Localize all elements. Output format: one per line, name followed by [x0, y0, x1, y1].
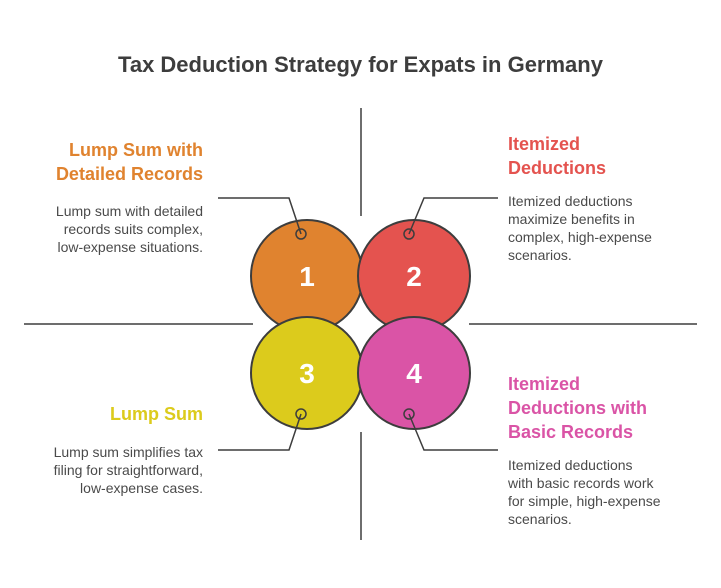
quadrant-4-heading-line: Itemized — [508, 374, 581, 394]
connector-3 — [218, 413, 302, 451]
circle-number-1: 1 — [299, 261, 315, 292]
quadrant-4-description-line: scenarios. — [508, 511, 572, 527]
quadrant-2-description-line: scenarios. — [508, 247, 572, 263]
quadrant-3-heading-line: Lump Sum — [110, 404, 203, 424]
quadrant-3-description-line: filing for straightforward, — [53, 462, 203, 478]
quadrant-4-description: Itemized deductions with basic records w… — [508, 456, 661, 528]
connector-dot-2 — [403, 228, 415, 240]
quadrant-1-description-line: Lump sum with detailed — [55, 203, 203, 219]
quadrant-2-heading-line: Deductions — [508, 158, 607, 178]
quadrant-4-heading: Itemized Deductions with Basic Records — [508, 372, 647, 444]
quadrant-2-description-line: maximize benefits in — [508, 211, 635, 227]
connector-1 — [218, 197, 302, 235]
quadrant-1-heading-line: Detailed Records — [55, 164, 203, 184]
connector-2 — [408, 197, 498, 235]
circle-number-3: 3 — [299, 358, 315, 389]
connector-dot-3 — [295, 408, 307, 420]
quadrant-1-description-line: records suits complex, — [63, 221, 203, 237]
quadrant-4-description-line: Itemized deductions — [508, 457, 633, 473]
quadrant-1-heading-line: Lump Sum with — [69, 140, 203, 160]
quadrant-3-description-line: low-expense cases. — [80, 480, 203, 496]
quadrant-2-heading: Itemized Deductions — [508, 132, 606, 180]
quadrant-1-description: Lump sum with detailed records suits com… — [56, 202, 203, 256]
connector-dot-4 — [403, 408, 415, 420]
quadrant-4-heading-line: Deductions with — [508, 398, 647, 418]
quadrant-2-heading-line: Itemized — [508, 134, 581, 154]
circle-number-4: 4 — [406, 358, 422, 389]
page-title: Tax Deduction Strategy for Expats in Ger… — [118, 52, 603, 77]
connector-dot-1 — [295, 228, 307, 240]
quadrant-2-description-line: Itemized deductions — [508, 193, 633, 209]
connector-4 — [408, 413, 498, 451]
quadrant-4-heading-line: Basic Records — [508, 422, 634, 442]
quadrant-1-description-line: low-expense situations. — [57, 239, 203, 255]
quadrant-2-description: Itemized deductions maximize benefits in… — [508, 192, 652, 264]
quadrant-3-description-line: Lump sum simplifies tax — [53, 444, 203, 460]
circle-4 — [357, 316, 471, 430]
quadrant-4-description-line: with basic records work — [508, 475, 654, 491]
quadrant-3-description: Lump sum simplifies tax filing for strai… — [54, 443, 203, 497]
quadrant-2-description-line: complex, high-expense — [508, 229, 652, 245]
circle-number-2: 2 — [406, 261, 422, 292]
quadrant-4-description-line: for simple, high-expense — [508, 493, 661, 509]
quadrant-1-heading: Lump Sum with Detailed Records — [56, 138, 203, 186]
quadrant-3-heading: Lump Sum — [110, 402, 203, 426]
